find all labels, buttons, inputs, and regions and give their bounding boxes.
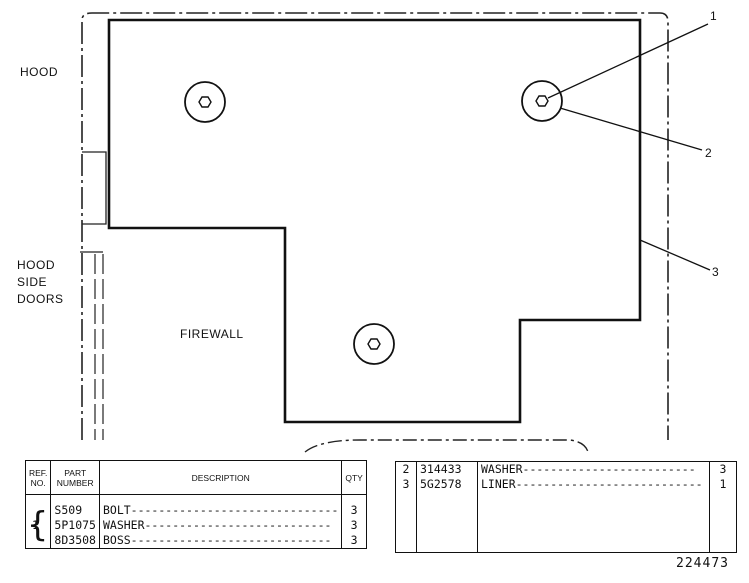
leader-line-1 <box>547 23 709 99</box>
ref-header-line-1: REF. <box>29 467 48 478</box>
part-number-header: PART NUMBER <box>50 460 100 495</box>
housing-outline <box>81 12 669 440</box>
description: LINER--------------------------- <box>477 477 710 492</box>
part-number: 8D3508 <box>50 533 100 549</box>
hood-side-doors-line-3: DOORS <box>17 292 64 306</box>
leader-line-2 <box>559 107 703 151</box>
table-row: 2 314433 WASHER-------------------------… <box>395 461 737 477</box>
firewall-label: FIREWALL <box>180 327 244 341</box>
qty-header: QTY <box>341 460 367 495</box>
ref-header-line-2: NO. <box>30 477 46 488</box>
ref-number: 1 <box>32 518 39 532</box>
table-row: 5P1075 WASHER---------------------------… <box>26 518 367 533</box>
boss-top-left <box>184 81 226 123</box>
figure-number: 224473 <box>676 556 729 571</box>
table-spacer-row <box>25 494 367 503</box>
ref-cell: 1 { <box>25 503 52 549</box>
liner-outline <box>107 18 642 424</box>
ref-number: 2 <box>395 461 417 477</box>
callout-1: 1 <box>710 9 717 23</box>
hood-side-doors-label: HOOD SIDE DOORS <box>17 257 64 308</box>
ref-no-header: REF. NO. <box>25 460 52 495</box>
boss-bottom <box>353 323 395 365</box>
boss-top-right <box>521 80 563 122</box>
part-number: 314433 <box>416 461 478 477</box>
hood-side-doors-line-2: SIDE <box>17 275 48 289</box>
description: BOLT------------------------------ <box>99 503 343 518</box>
hood-door-bracket <box>82 151 107 225</box>
part-number: 5G2578 <box>416 477 478 492</box>
callout-3: 3 <box>712 265 719 279</box>
table-row: 8D3508 BOSS-----------------------------… <box>26 533 367 549</box>
callout-2: 2 <box>705 146 712 160</box>
description: WASHER------------------------- <box>477 461 710 477</box>
quantity: 3 <box>350 518 358 532</box>
parts-table-left: REF. NO. PART NUMBER DESCRIPTION QTY 1 {… <box>25 460 367 549</box>
table-row: 1 { S509 BOLT---------------------------… <box>25 503 367 549</box>
description: BOSS----------------------------- <box>99 533 343 549</box>
description: WASHER--------------------------- <box>99 518 343 533</box>
table-header-row: REF. NO. PART NUMBER DESCRIPTION QTY <box>25 460 367 495</box>
description-header: DESCRIPTION <box>99 460 343 495</box>
hood-label: HOOD <box>20 65 58 79</box>
quantity: 3 <box>350 503 358 517</box>
quantity: 3 <box>719 462 727 476</box>
part-header-line-2: NUMBER <box>56 477 94 488</box>
ref-number: 3 <box>395 477 417 492</box>
part-header-line-1: PART <box>64 467 87 478</box>
table-row: 3 5G2578 LINER--------------------------… <box>395 477 737 492</box>
lower-dashed-arc <box>304 439 589 453</box>
parts-table-right: 2 314433 WASHER-------------------------… <box>395 461 737 553</box>
quantity: 3 <box>350 533 358 547</box>
quantity: 1 <box>719 477 727 491</box>
leader-line-3 <box>639 239 711 271</box>
brace-glyph: { <box>26 505 49 545</box>
part-number: 5P1075 <box>50 518 100 533</box>
part-number: S509 <box>50 503 100 518</box>
hood-side-doors-line-1: HOOD <box>17 258 55 272</box>
table-spacer-row <box>395 492 737 553</box>
